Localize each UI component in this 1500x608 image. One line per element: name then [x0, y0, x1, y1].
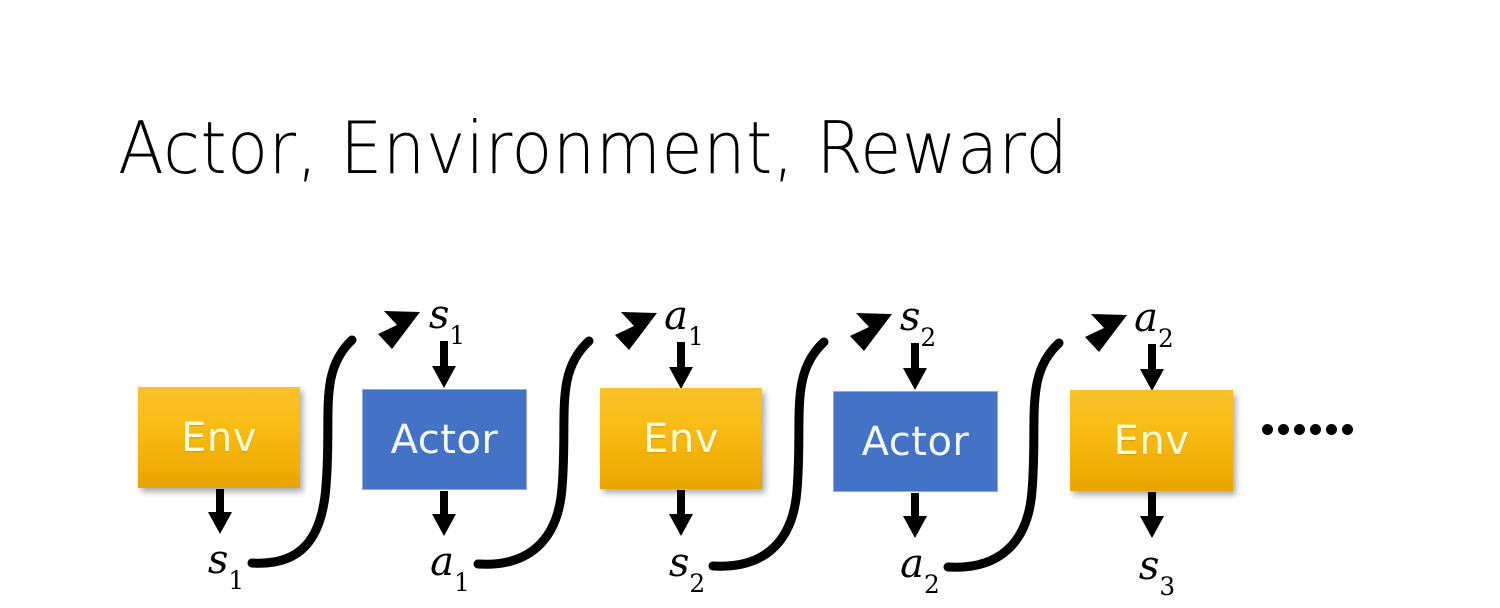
- label-top-a2-sub: 2: [1158, 324, 1174, 354]
- arrow-actor1-to-a1: [432, 491, 456, 536]
- node-actor-2[interactable]: Actor: [833, 391, 998, 492]
- label-top-s2-sub: 2: [920, 323, 937, 353]
- label-bottom-s3-sym: s: [1138, 543, 1160, 589]
- label-bottom-a1: a1: [430, 539, 470, 595]
- label-bottom-a2: a2: [900, 541, 940, 597]
- arrow-actor2-to-a2: [903, 493, 927, 538]
- label-bottom-a2-sym: a: [900, 541, 925, 587]
- arrow-env3-to-s3: [1140, 492, 1164, 538]
- ellipsis-indicator: [1262, 424, 1353, 435]
- label-top-a1-sym: a: [664, 293, 689, 339]
- label-top-a2: a2: [1134, 295, 1174, 351]
- arrowhead-a2: [1085, 314, 1127, 352]
- label-bottom-s1-sub: 1: [228, 566, 245, 596]
- label-bottom-s1: s1: [207, 537, 244, 593]
- vertical-arrows-out-of-boxes: [208, 489, 1164, 538]
- node-actor-2-label: Actor: [861, 418, 970, 465]
- label-bottom-s3-sub: 3: [1159, 572, 1176, 602]
- label-bottom-s3: s3: [1138, 543, 1175, 599]
- ellipsis-dot: [1342, 424, 1353, 435]
- vertical-arrows-into-boxes: [432, 341, 1164, 391]
- label-bottom-a2-sub: 2: [924, 570, 940, 600]
- label-top-a1: a1: [664, 293, 704, 349]
- node-env-3[interactable]: Env: [1070, 390, 1233, 491]
- arrowhead-a1: [615, 312, 657, 350]
- node-env-2[interactable]: Env: [600, 388, 762, 489]
- node-env-1[interactable]: Env: [138, 387, 300, 488]
- label-top-s2-sym: s: [899, 294, 921, 340]
- ellipsis-dot: [1310, 424, 1321, 435]
- label-bottom-a1-sub: 1: [454, 568, 470, 598]
- label-bottom-s2: s2: [668, 540, 705, 596]
- label-bottom-a1-sym: a: [430, 539, 455, 585]
- arrow-env2-to-s2: [669, 490, 693, 536]
- arrowhead-s2: [850, 313, 892, 351]
- arrowhead-s1: [378, 311, 420, 349]
- label-bottom-s2-sub: 2: [689, 569, 706, 599]
- ellipsis-dot: [1278, 424, 1289, 435]
- label-bottom-s1-sym: s: [207, 537, 229, 583]
- label-top-s1-sub: 1: [449, 321, 466, 351]
- ellipsis-dot: [1294, 424, 1305, 435]
- node-actor-1-label: Actor: [390, 416, 499, 463]
- page-title: Actor, Environment, Reward: [118, 106, 1069, 190]
- label-bottom-s2-sym: s: [668, 540, 690, 586]
- label-top-a1-sub: 1: [688, 322, 704, 352]
- label-top-s2: s2: [899, 294, 936, 350]
- node-env-2-label: Env: [643, 415, 719, 462]
- curved-arrowheads: [378, 311, 1127, 352]
- node-env-1-label: Env: [181, 414, 257, 461]
- ellipsis-dot: [1326, 424, 1337, 435]
- node-actor-1[interactable]: Actor: [362, 389, 527, 490]
- label-top-a2-sym: a: [1134, 295, 1159, 341]
- node-env-3-label: Env: [1113, 417, 1190, 464]
- ellipsis-dot: [1262, 424, 1273, 435]
- arrow-env1-to-s1: [208, 489, 232, 534]
- label-top-s1: s1: [428, 292, 465, 348]
- label-top-s1-sym: s: [428, 292, 450, 338]
